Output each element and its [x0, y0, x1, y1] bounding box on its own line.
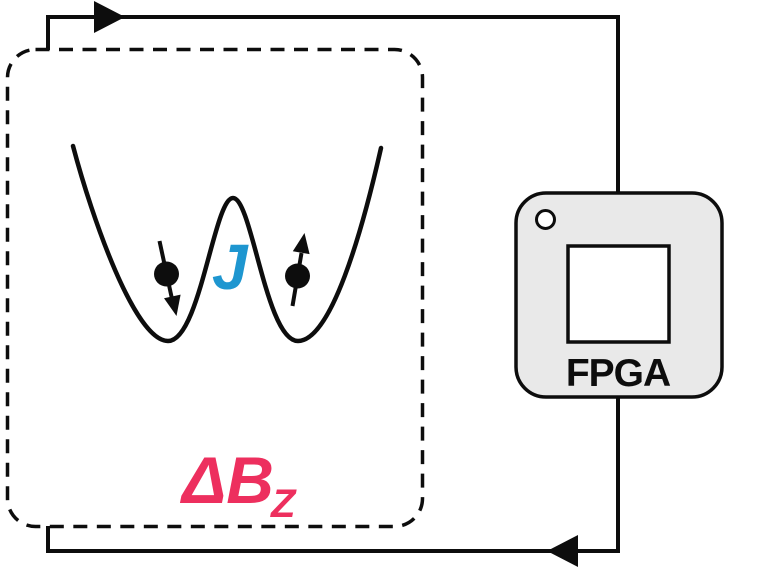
- exchange-coupling-label: J: [212, 231, 249, 303]
- electron-left: [154, 261, 179, 287]
- feedback-arrow-right-icon: [94, 1, 125, 33]
- field-gradient-label-group: ΔB Z: [179, 443, 297, 526]
- feedback-loop-top-wire: [46, 15, 620, 196]
- fpga-label: FPGA: [566, 352, 671, 395]
- pulse-window: [566, 244, 671, 344]
- qubit-system-box: [5, 47, 425, 529]
- pin1-indicator-dot: [535, 209, 556, 230]
- electron-right: [285, 263, 310, 289]
- field-gradient-label: ΔB: [179, 443, 274, 517]
- feedback-loop-bottom-wire: [46, 396, 620, 553]
- feedback-arrow-left-icon: [547, 535, 578, 567]
- field-gradient-subscript: Z: [270, 482, 297, 526]
- fpga-chip: FPGA: [514, 191, 724, 399]
- potential-curve: [70, 143, 384, 344]
